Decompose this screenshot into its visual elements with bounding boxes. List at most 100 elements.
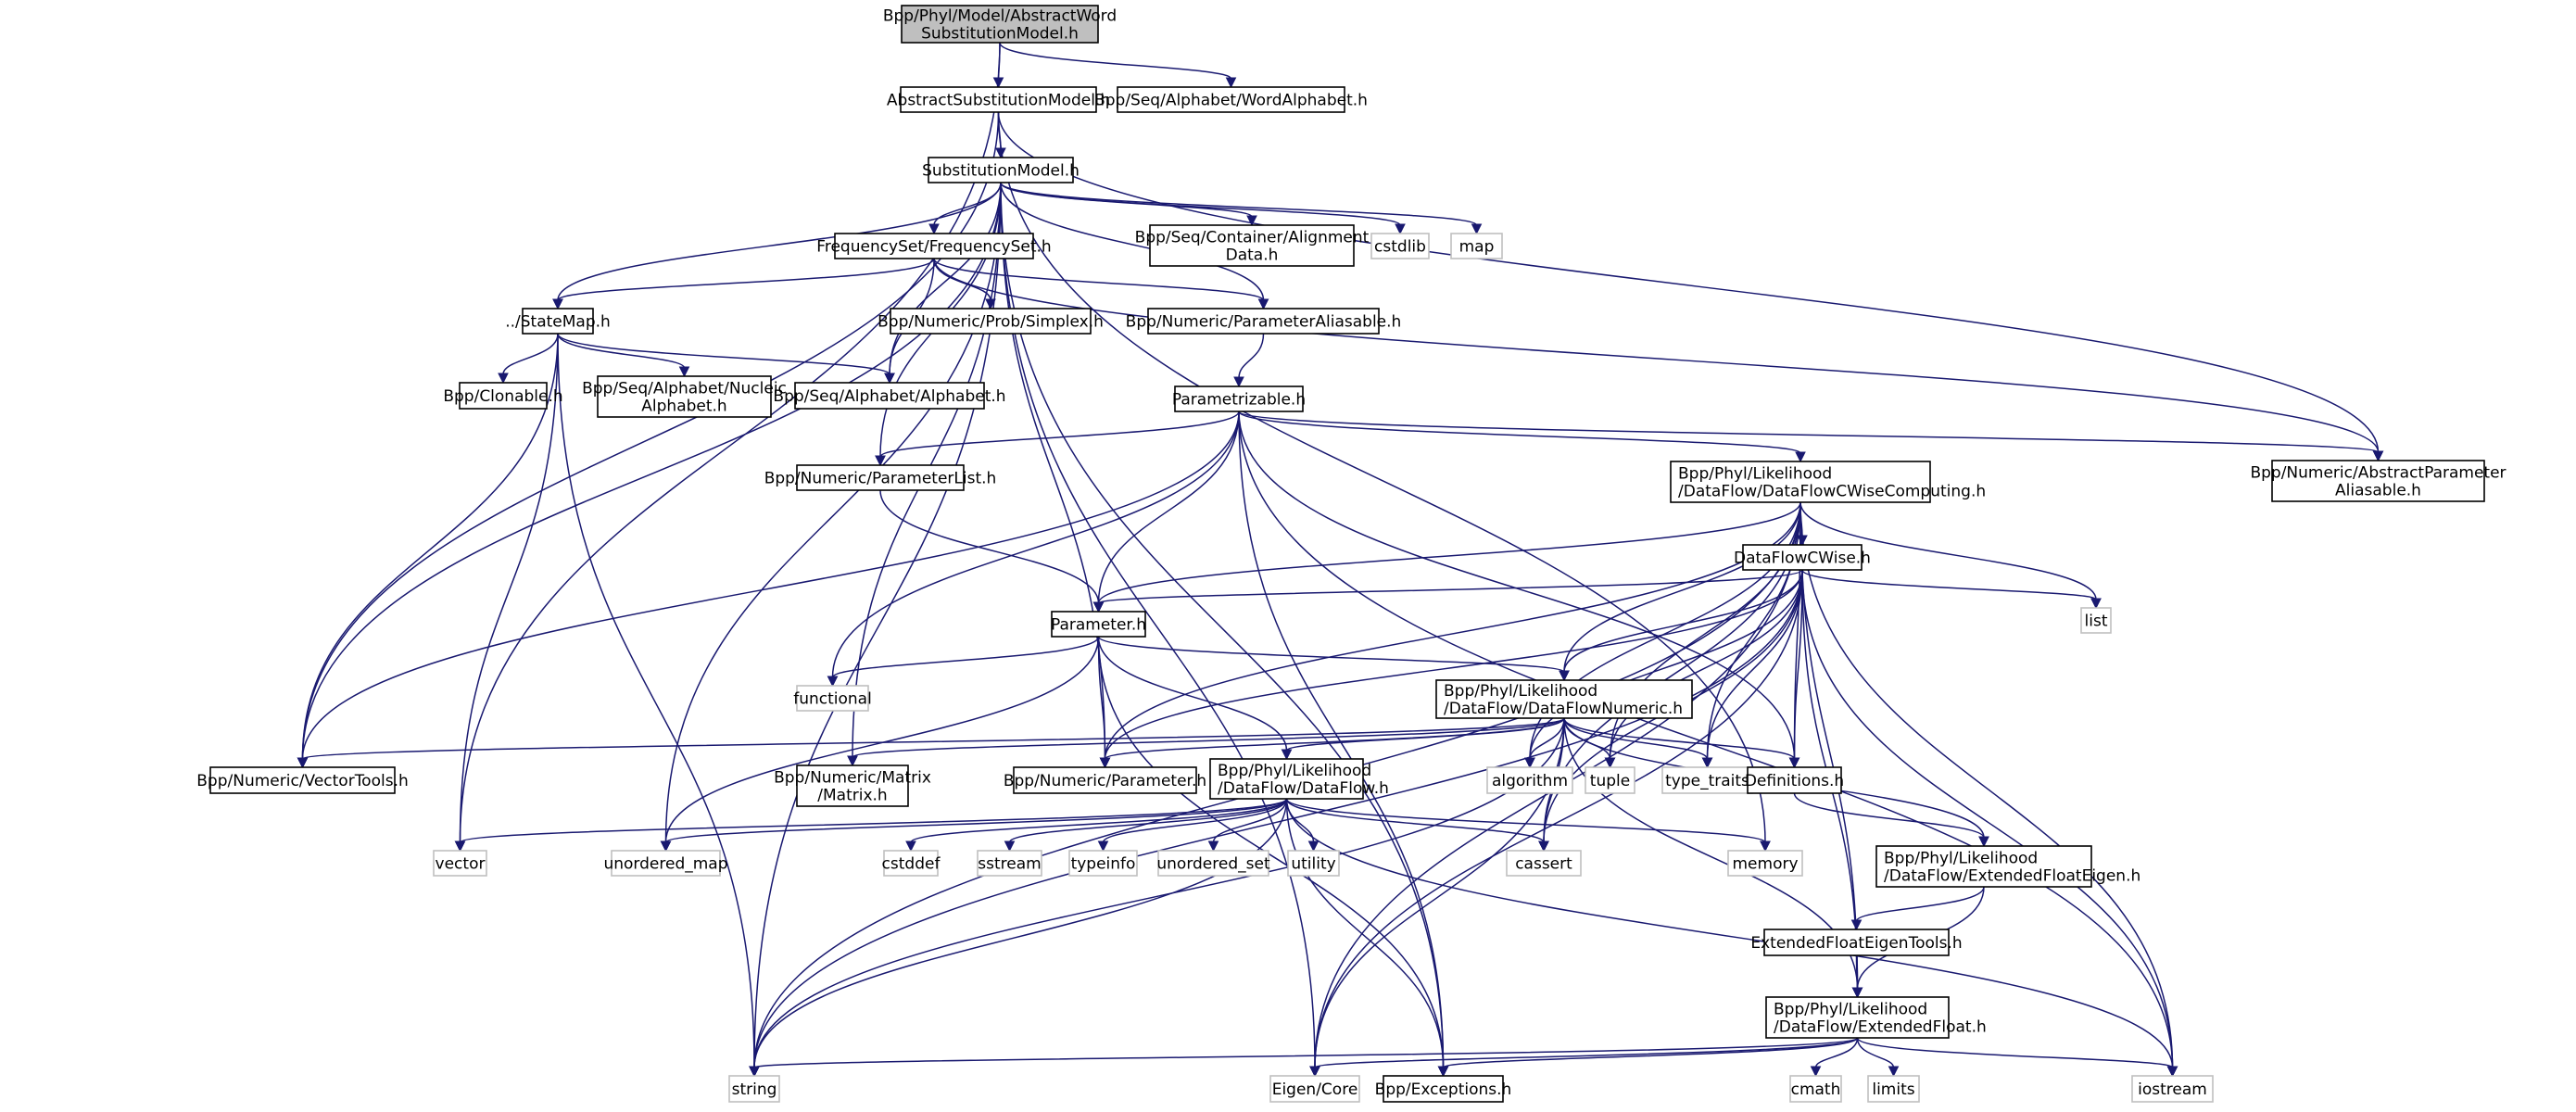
node-box: [2131, 1075, 2214, 1103]
node-eigen-core: Eigen/Core: [1269, 1075, 1360, 1103]
node-box: [794, 382, 985, 410]
edge-parametrizable-to-functional: [831, 411, 1240, 678]
edge-dfcw-to-string: [753, 569, 1803, 1068]
node-dfcw-computing[interactable]: Bpp/Phyl/Likelihood/DataFlow/DataFlowCWi…: [1670, 461, 1986, 503]
node-vector-tools[interactable]: Bpp/Numeric/VectorTools.h: [196, 766, 409, 794]
arrowhead-ext-float-eigen-tools-icon: [1850, 919, 1863, 931]
node-clonable[interactable]: Bpp/Clonable.h: [443, 382, 563, 410]
node-exceptions[interactable]: Bpp/Exceptions.h: [1375, 1075, 1512, 1103]
edge-parameter-h-to-functional: [831, 636, 1100, 678]
edge-dfcw-to-list: [1801, 569, 2097, 600]
node-label: Aliasable.h: [2335, 482, 2421, 500]
arrowhead-unordered-map-icon: [660, 840, 672, 853]
node-label: sstream: [978, 855, 1041, 874]
node-label: list: [2085, 613, 2108, 631]
arrowhead-exceptions-icon: [1437, 1066, 1449, 1078]
node-ext-float[interactable]: Bpp/Phyl/Likelihood/DataFlow/ExtendedFlo…: [1765, 996, 1987, 1039]
node-box: [1763, 929, 1950, 956]
arrowhead-freq-set-icon: [928, 223, 940, 235]
node-root[interactable]: Bpp/Phyl/Model/AbstractWordSubstitutionM…: [883, 5, 1117, 44]
edge-state-map-to-nuc-alpha: [557, 333, 686, 369]
edge-parameter-h-to-df-numeric: [1097, 636, 1565, 673]
edge-abs-subst-to-abs-param-alias: [997, 111, 2380, 453]
arrowhead-parametrizable-icon: [1233, 376, 1244, 388]
node-definitions[interactable]: Definitions.h: [1745, 766, 1844, 794]
node-label: memory: [1732, 855, 1798, 874]
node-label: /DataFlow/ExtendedFloat.h: [1774, 1018, 1987, 1037]
node-label: Bpp/Phyl/Likelihood: [1444, 682, 1597, 701]
edge-df-numeric-to-vector-tools: [301, 717, 1565, 760]
node-box: [1370, 233, 1430, 259]
node-word-alpha[interactable]: Bpp/Seq/Alphabet/WordAlphabet.h: [1094, 86, 1368, 113]
node-param-list[interactable]: Bpp/Numeric/ParameterList.h: [764, 464, 997, 491]
edge-dfcw-to-tuple: [1609, 569, 1803, 760]
arrowhead-type-traits-icon: [1701, 757, 1713, 769]
node-box: [834, 233, 1034, 259]
edge-ext-float-to-exceptions: [1442, 1037, 1859, 1068]
node-box: [1742, 544, 1863, 571]
node-ext-float-eigen[interactable]: Bpp/Phyl/Likelihood/DataFlow/ExtendedFlo…: [1875, 845, 2140, 888]
node-box: [1287, 850, 1340, 877]
node-dfcw[interactable]: DataFlowCWise.h: [1734, 544, 1871, 571]
edge-parametrizable-to-parameter-h: [1097, 411, 1240, 604]
node-label: utility: [1291, 855, 1335, 874]
node-df-numeric[interactable]: Bpp/Phyl/Likelihood/DataFlow/DataFlowNum…: [1435, 679, 1693, 719]
arrowhead-dfcw-computing-icon: [1795, 451, 1806, 463]
node-box: [1670, 461, 1931, 503]
node-box: [1486, 766, 1573, 794]
node-box: [796, 685, 869, 712]
node-subst[interactable]: SubstitutionModel.h: [922, 157, 1080, 183]
node-label: Bpp/Exceptions.h: [1375, 1080, 1512, 1099]
node-cstdlib: cstdlib: [1370, 233, 1430, 259]
node-box: [1269, 1075, 1360, 1103]
nodes-layer: Bpp/Phyl/Model/AbstractWordSubstitutionM…: [196, 5, 2507, 1103]
edge-subst-to-param-alias: [1000, 182, 1265, 301]
edge-state-map-to-clonable: [502, 333, 559, 375]
edge-subst-to-state-map: [557, 182, 1002, 301]
node-box: [1661, 766, 1753, 794]
node-box: [1585, 766, 1635, 794]
node-ext-float-eigen-tools[interactable]: ExtendedFloatEigenTools.h: [1750, 929, 1963, 956]
edge-abs-subst-to-memory: [997, 111, 1766, 843]
node-unordered-map: unordered_map: [603, 850, 728, 877]
node-box: [1435, 679, 1693, 719]
node-cstddef: cstddef: [882, 850, 941, 877]
arrowhead-cassert-icon: [1538, 840, 1549, 853]
edge-root-to-vector: [459, 42, 1001, 843]
node-tuple: tuple: [1585, 766, 1635, 794]
edge-state-map-to-alphabet: [557, 333, 890, 375]
node-alphabet[interactable]: Bpp/Seq/Alphabet/Alphabet.h: [773, 382, 1006, 410]
node-utility: utility: [1287, 850, 1340, 877]
node-label: Eigen/Core: [1272, 1080, 1358, 1099]
node-label: Bpp/Clonable.h: [443, 387, 562, 406]
edge-subst-to-align-data: [1000, 182, 1253, 218]
node-simplex[interactable]: Bpp/Numeric/Prob/Simplex.h: [878, 308, 1104, 335]
node-sstream: sstream: [977, 850, 1042, 877]
node-label: Alphabet.h: [641, 398, 726, 416]
node-parameter-h[interactable]: Parameter.h: [1051, 611, 1146, 638]
edge-parametrizable-to-param-list: [879, 411, 1240, 458]
node-label: Bpp/Numeric/Prob/Simplex.h: [878, 313, 1104, 332]
node-abs-subst[interactable]: AbstractSubstitutionModel.h: [887, 86, 1110, 113]
edge-freq-set-to-abs-param-alias: [933, 258, 2380, 453]
edge-subst-to-num-parameter: [1000, 182, 1106, 760]
edge-subst-to-string: [753, 182, 1002, 1068]
node-param-alias[interactable]: Bpp/Numeric/ParameterAliasable.h: [1126, 308, 1402, 335]
node-parametrizable[interactable]: Parametrizable.h: [1172, 385, 1306, 412]
node-num-parameter[interactable]: Bpp/Numeric/Parameter.h: [1004, 766, 1206, 794]
edge-dfcw-computing-to-df-numeric: [1563, 501, 1801, 673]
node-freq-set[interactable]: FrequencySet/FrequencySet.h: [816, 233, 1052, 259]
edge-data-flow-to-cstddef: [910, 798, 1288, 843]
arrowhead-param-list-icon: [875, 455, 886, 467]
node-state-map[interactable]: ../StateMap.h: [505, 308, 611, 335]
edge-df-numeric-to-num-parameter: [1104, 717, 1565, 760]
edge-parameter-h-to-data-flow: [1097, 636, 1288, 752]
node-label: Definitions.h: [1745, 772, 1844, 790]
node-matrix[interactable]: Bpp/Numeric/Matrix/Matrix.h: [774, 764, 931, 807]
node-box: [796, 764, 909, 807]
node-data-flow[interactable]: Bpp/Phyl/Likelihood/DataFlow/DataFlow.h: [1209, 758, 1389, 800]
edge-param-list-to-parameter-h: [879, 489, 1100, 604]
